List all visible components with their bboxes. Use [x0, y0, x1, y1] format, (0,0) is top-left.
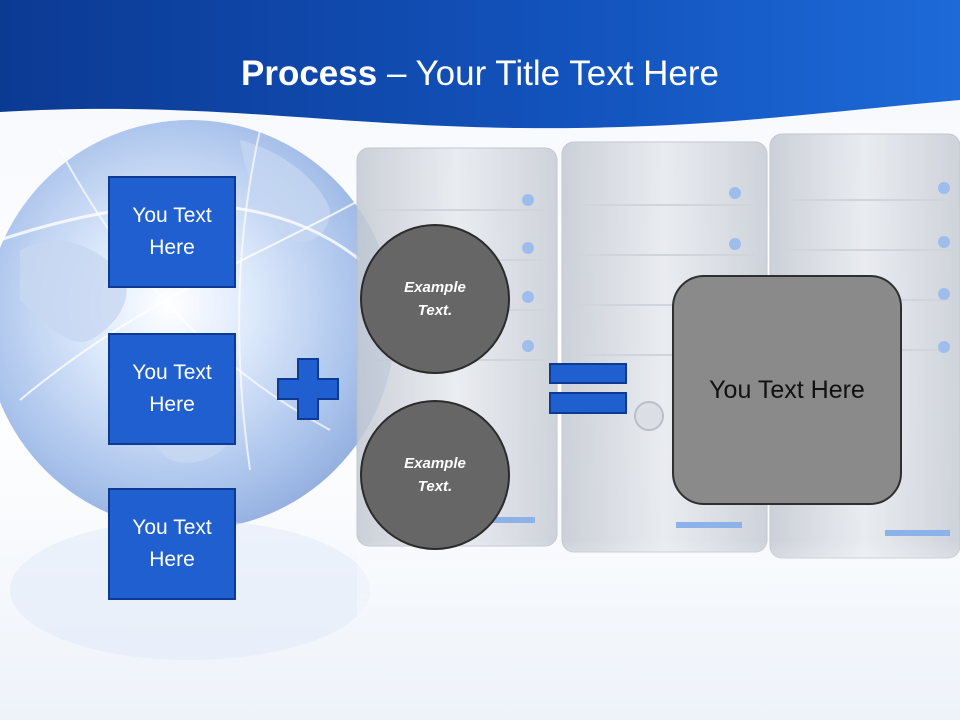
input-box-3[interactable]: You Text Here: [108, 488, 236, 600]
input-box-label: You Text Here: [132, 516, 212, 571]
equals-icon: [549, 363, 627, 414]
header-band: [0, 0, 960, 129]
slide-title: Process – Your Title Text Here: [0, 50, 960, 98]
example-circle-2[interactable]: Example Text.: [360, 400, 510, 550]
example-circle-1[interactable]: Example Text.: [360, 224, 510, 374]
plus-icon: [277, 358, 339, 420]
result-box-label: You Text Here: [709, 375, 865, 404]
title-bold: Process: [241, 54, 378, 93]
circle-label: Example Text.: [404, 279, 466, 319]
input-box-2[interactable]: You Text Here: [108, 333, 236, 445]
title-separator: –: [377, 54, 416, 93]
title-rest: Your Title Text Here: [415, 54, 720, 93]
input-box-label: You Text Here: [132, 361, 212, 416]
result-box[interactable]: You Text Here: [672, 275, 902, 505]
input-box-1[interactable]: You Text Here: [108, 176, 236, 288]
circle-label: Example Text.: [404, 455, 466, 495]
input-box-label: You Text Here: [132, 204, 212, 259]
